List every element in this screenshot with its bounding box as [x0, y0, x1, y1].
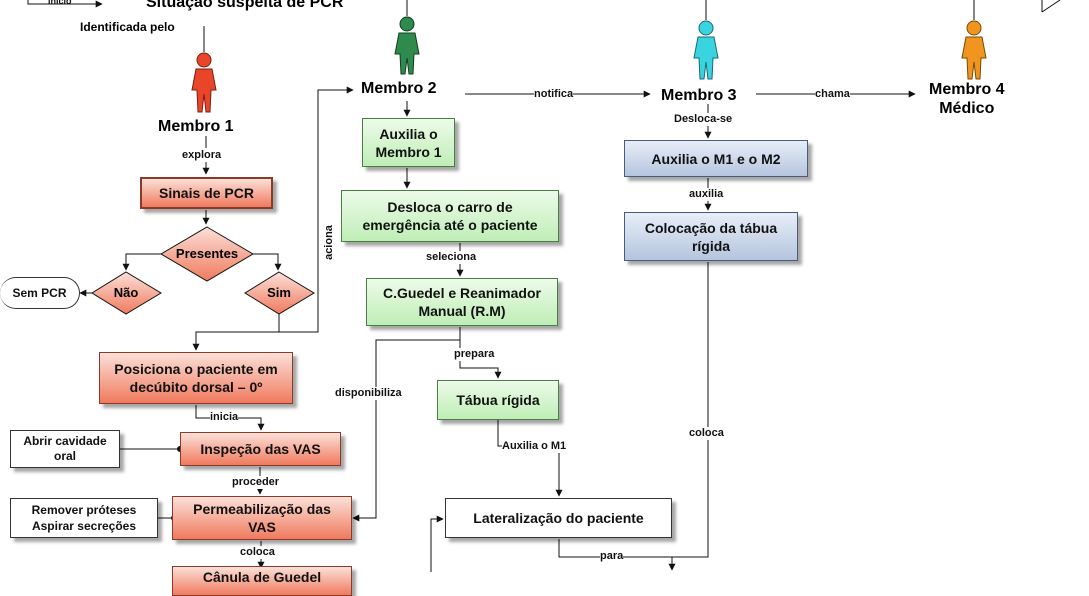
sim-label: Sim — [267, 285, 291, 300]
auxilia-m1-m2-box: Auxilia o M1 e o M2 — [624, 140, 808, 177]
colocacao-tabua-box: Colocação da tábua rígida — [624, 212, 798, 261]
identificada-label: Identificada pelo — [80, 20, 175, 34]
abrir-line2: oral — [53, 449, 76, 463]
member-4-line2: Médico — [939, 100, 995, 117]
lateralizacao-box: Lateralização do paciente — [445, 498, 672, 538]
colocacao-line2: rígida — [691, 237, 731, 254]
desloca-line1: Desloca o carro de — [387, 199, 513, 215]
member-3-label: Membro 3 — [661, 87, 737, 104]
disponibiliza-label: disponibiliza — [335, 387, 402, 400]
abrir-cavidade-box: Abrir cavidade oral — [10, 430, 120, 468]
sinais-pcr-box: Sinais de PCR — [140, 177, 273, 209]
guedel-line1: C.Guedel e Reanimador — [383, 285, 541, 301]
permeab-line1: Permeabilização das — [193, 501, 331, 517]
coloca-bottom-label: coloca — [240, 546, 275, 559]
posiciona-box: Posiciona o paciente em decúbito dorsal … — [99, 352, 293, 404]
presentes-label: Presentes — [175, 246, 239, 261]
auxilia-label: auxilia — [689, 188, 724, 201]
proceder-label: proceder — [232, 476, 280, 489]
posiciona-line1: Posiciona o paciente em — [114, 361, 278, 377]
member-2-label: Membro 2 — [361, 80, 437, 97]
remover-line1: Remover próteses — [31, 503, 137, 517]
remover-proteses-box: Remover próteses Aspirar secreções — [10, 498, 158, 538]
sem-pcr-terminal: Sem PCR — [0, 277, 80, 309]
desloca-carro-box: Desloca o carro de emergência até o paci… — [341, 190, 559, 242]
remover-line2: Aspirar secreções — [31, 519, 137, 533]
colocacao-line1: Colocação da tábua — [644, 219, 778, 236]
auxilia-m1-label: Auxilia o M1 — [502, 440, 567, 453]
guedel-reanimador-box: C.Guedel e Reanimador Manual (R.M) — [366, 278, 558, 326]
para-label: para — [600, 550, 624, 563]
explora-label: explora — [182, 149, 222, 162]
desloca-se-label: Desloca-se — [674, 113, 733, 126]
member-1-label: Membro 1 — [158, 118, 234, 135]
aciona-label: aciona — [322, 225, 336, 260]
nao-label: Não — [113, 285, 139, 300]
member-4-label: Membro 4 Médico — [929, 80, 1005, 118]
inspecao-box: Inspeção das VAS — [180, 432, 341, 466]
prepara-label: prepara — [454, 348, 495, 361]
desloca-line2: emergência até o paciente — [362, 217, 538, 233]
member-2-figure-icon — [394, 16, 420, 75]
permeab-line2: VAS — [248, 519, 276, 535]
member-3-figure-icon — [693, 20, 719, 80]
member-4-line1: Membro 4 — [929, 81, 1005, 98]
coloca-right-label: coloca — [689, 427, 724, 440]
nao-decision-shape — [91, 271, 162, 315]
notifica-label: notifica — [534, 88, 574, 101]
bottom-partial-box: Cânula de Guedel — [172, 566, 352, 596]
auxilia-membro1-box: Auxilia o Membro 1 — [362, 118, 455, 167]
member-4-figure-icon — [961, 20, 987, 80]
posiciona-line2: decúbito dorsal – 0º — [129, 379, 263, 395]
presentes-decision-shape — [160, 226, 254, 282]
auxilia-m1-line2: Membro 1 — [375, 143, 442, 160]
chama-label: chama — [815, 88, 850, 101]
auxilia-m1-line1: Auxilia o — [379, 125, 438, 142]
inicio-label: Início — [48, 0, 72, 6]
member-1-figure-icon — [191, 52, 217, 113]
abrir-line1: Abrir cavidade — [23, 434, 107, 448]
seleciona-label: seleciona — [426, 251, 477, 264]
inicia-label: inicia — [210, 411, 239, 424]
situacao-title: Situação suspeita de PCR — [146, 0, 344, 11]
tabua-rigida-box: Tábua rígida — [437, 380, 559, 420]
guedel-line2: Manual (R.M) — [418, 303, 506, 319]
flowchart-canvas — [27, 0, 1061, 572]
permeabilizacao-box: Permeabilização das VAS — [172, 496, 352, 540]
